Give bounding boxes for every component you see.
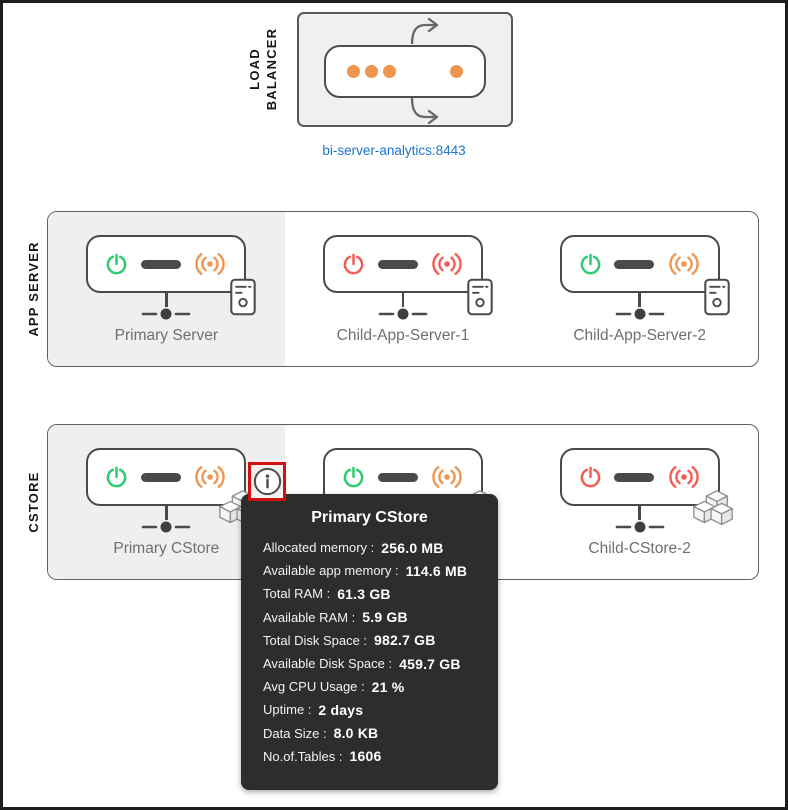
status-dash [140,259,181,269]
info-button-click-highlight [248,462,287,501]
tooltip-row: Data Size : 8.0 KB [263,722,498,745]
power-icon [106,466,127,487]
tooltip-title: Primary CStore [311,509,428,526]
power-icon [580,253,601,274]
tooltip-row-label: Total Disk Space : [263,632,368,648]
broadcast-signal-icon [668,252,699,275]
tooltip-row-value: 61.3 GB [337,585,391,602]
server-tower-icon [703,278,730,316]
tooltip-row-label: Uptime : [263,702,312,718]
status-dash [377,259,418,269]
server-unit: Child-App-Server-1 [285,212,522,366]
server-unit: Child-App-Server-2 [521,212,758,366]
app-server-section-label: APP SERVER [25,241,41,337]
load-balancer-label-line1: LOAD [247,48,263,90]
tooltip-row-value: 114.6 MB [405,562,468,579]
status-dash [614,472,655,482]
load-balancer[interactable] [297,12,513,127]
tooltip-row: Total Disk Space : 982.7 GB [263,629,498,652]
tooltip-row: Total RAM : 61.3 GB [263,582,498,605]
load-balancer-icon [324,45,486,98]
tooltip-row-value: 982.7 GB [374,632,436,649]
server-name: Child-App-Server-1 [336,327,470,344]
packages-icon [692,490,733,526]
network-node-icon [615,307,664,321]
tooltip-row: Avg CPU Usage : 21 % [263,675,498,698]
server-name: Primary Server [114,327,219,344]
cycle-arrow-top-icon [410,18,439,44]
tooltip-row-value: 5.9 GB [362,609,408,626]
connector-line [638,506,641,520]
server-tower-icon [467,278,493,316]
power-icon [343,253,364,274]
connector-line [401,293,405,307]
server-tower-icon [230,278,257,316]
server-name: Primary CStore [113,540,220,557]
server-chassis[interactable] [323,235,493,316]
server-name: Child-App-Server-2 [573,327,707,344]
server-info-tooltip: Primary CStore Allocated memory : 256.0 … [241,494,498,790]
power-icon [343,466,364,487]
tooltip-row-value: 1606 [349,748,382,765]
broadcast-signal-icon [432,466,462,488]
app-server-section: Primary Server Child-App-Server-1 Chil [47,211,759,367]
tooltip-row-value: 21 % [371,678,405,695]
tooltip-row-label: Data Size : [263,725,327,741]
server-chassis[interactable] [559,235,730,316]
server-unit: Primary Server [48,212,285,366]
server-chassis[interactable] [86,235,257,316]
server-unit: Child-CStore-2 [521,425,758,579]
load-balancer-section-label: LOAD BALANCER [246,14,282,124]
cycle-arrow-bottom-icon [410,98,439,124]
tooltip-row-label: Avg CPU Usage : [263,679,365,695]
connector-line [165,506,168,520]
status-dash [614,259,655,269]
tooltip-rows: Allocated memory : 256.0 MB Available ap… [241,536,498,768]
dot-icon [450,65,463,78]
load-balancer-label-line2: BALANCER [264,27,279,111]
server-unit: Primary CStore [48,425,287,579]
server-name: Child-CStore-2 [588,540,691,557]
network-node-icon [615,520,664,534]
cstore-section-label: CSTORE [25,471,41,533]
tooltip-row-label: Available Disk Space : [263,656,393,672]
tooltip-row-label: Total RAM : [263,586,331,602]
network-node-icon [378,307,428,321]
power-icon [106,253,127,274]
tooltip-row-value: 459.7 GB [399,655,461,672]
broadcast-signal-icon [432,252,462,275]
tooltip-row: Available RAM : 5.9 GB [263,606,498,629]
connector-line [638,293,641,307]
status-dash [377,472,418,482]
tooltip-row: Uptime : 2 days [263,698,498,721]
dot-icon [383,65,396,78]
tooltip-row-value: 8.0 KB [333,725,379,742]
tooltip-row: No.of.Tables : 1606 [263,745,498,768]
network-node-icon [142,520,191,534]
network-node-icon [142,307,191,321]
cstore-section: Primary CStore Child-CStore-2 [47,424,759,580]
power-icon [580,466,601,487]
broadcast-signal-icon [668,466,699,488]
tooltip-row-label: No.of.Tables : [263,748,343,764]
broadcast-signal-icon [195,252,226,275]
tooltip-row: Available Disk Space : 459.7 GB [263,652,498,675]
connector-line [165,293,168,307]
tooltip-row-label: Available app memory : [263,563,399,579]
tooltip-row-label: Allocated memory : [263,540,375,556]
tooltip-row-value: 2 days [318,701,364,718]
status-dash [140,472,181,482]
info-icon[interactable] [253,467,282,496]
tooltip-row: Available app memory : 114.6 MB [263,559,498,582]
tooltip-row-label: Available RAM : [263,609,356,625]
dot-icon [347,65,360,78]
tooltip-row: Allocated memory : 256.0 MB [263,536,498,559]
broadcast-signal-icon [195,466,226,488]
load-balancer-dots [347,65,396,78]
tooltip-row-value: 256.0 MB [381,539,444,556]
load-balancer-link[interactable]: bi-server-analytics:8443 [322,143,466,158]
server-chassis[interactable] [86,448,287,526]
dot-icon [365,65,378,78]
server-chassis[interactable] [559,448,733,526]
